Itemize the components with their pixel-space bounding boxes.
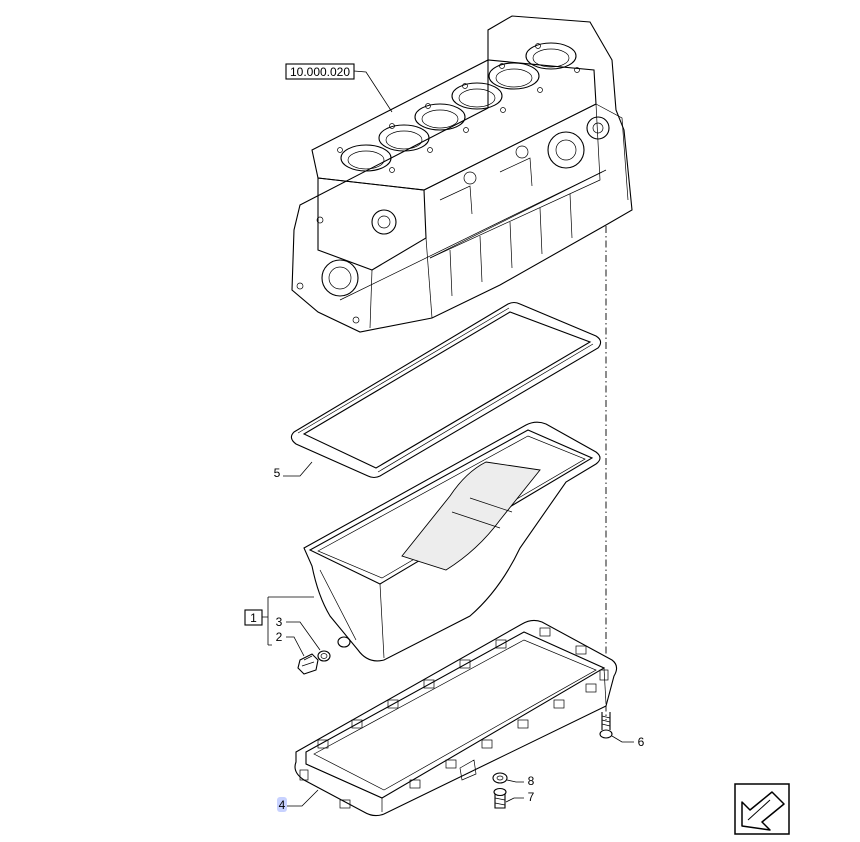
small-washer[interactable]	[492, 772, 508, 784]
callout-2[interactable]: 2	[276, 630, 283, 644]
engine-block[interactable]	[291, 15, 633, 333]
bedplate-frame[interactable]	[294, 619, 618, 817]
leader-3	[286, 621, 321, 651]
block-ref-label: 10.000.020	[290, 65, 350, 79]
short-screw[interactable]	[493, 787, 507, 809]
navigate-arrow-icon[interactable]	[734, 783, 790, 835]
leader-7	[505, 797, 524, 803]
callout-4: 4	[279, 798, 286, 812]
leader-4	[287, 789, 319, 807]
leader-6	[611, 735, 634, 743]
callout-6[interactable]: 6	[638, 735, 645, 749]
upper-gasket[interactable]	[290, 301, 602, 479]
callout-1: 1	[250, 611, 257, 625]
group-bracket	[262, 596, 314, 646]
block-ref-callout[interactable]: 10.000.020	[285, 63, 355, 80]
group-callout[interactable]: 1	[244, 609, 263, 626]
plug-washer[interactable]	[317, 650, 331, 662]
callout-7[interactable]: 7	[528, 790, 535, 804]
head-bolt-holes	[337, 43, 580, 173]
long-screw[interactable]	[599, 712, 613, 739]
callout-5[interactable]: 5	[274, 466, 281, 480]
callout-3[interactable]: 3	[276, 615, 283, 629]
drain-plug[interactable]	[297, 653, 319, 675]
callout-8[interactable]: 8	[528, 774, 535, 788]
callout-4-highlight[interactable]: 4	[277, 797, 287, 812]
block-ref-leader	[353, 70, 393, 113]
bedplate-bosses	[299, 627, 609, 809]
leader-5	[283, 461, 313, 477]
leader-8	[506, 779, 524, 783]
leader-2	[286, 636, 305, 657]
oil-pan[interactable]	[303, 421, 601, 662]
